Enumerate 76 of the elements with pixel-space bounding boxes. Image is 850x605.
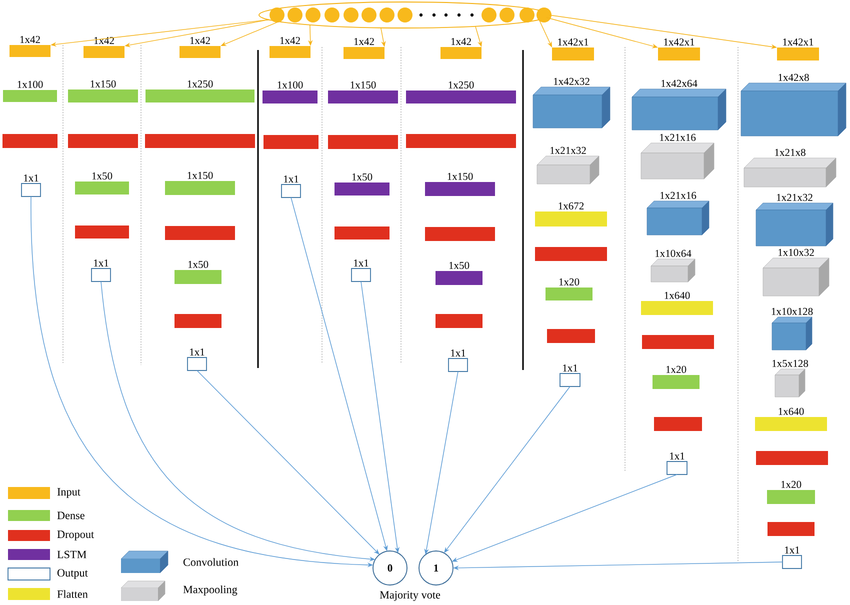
dimension-label: 1x42x64: [661, 80, 698, 87]
dimension-label: 1x42: [451, 38, 471, 45]
legend-label: Dense: [57, 512, 84, 520]
arrow: [444, 386, 570, 553]
dimension-label: 1x50: [188, 260, 208, 268]
dimension-label: 1x1: [24, 174, 38, 182]
dimension-label: 1x10x64: [655, 250, 692, 257]
dimension-label: 1x100: [278, 81, 303, 88]
dimension-label: 1x5x128: [772, 360, 808, 367]
layer-bar: [174, 314, 222, 328]
dimension-label: 1x20: [666, 366, 686, 373]
dimension-label: 1x100: [18, 80, 43, 88]
layer-bar: [535, 247, 607, 261]
layer-bar: [654, 417, 702, 431]
legend-label: Input: [57, 488, 80, 498]
dimension-label: 1x42x8: [778, 74, 809, 81]
dimension-label: 1x1: [354, 260, 368, 266]
dimension-label: 1x21x8: [775, 148, 806, 156]
layer-bar: [145, 134, 255, 148]
dimension-label: 1x20: [559, 278, 580, 286]
legend-label: Dropout: [57, 530, 94, 540]
dimension-label: 1x250: [448, 81, 474, 88]
layer-bar: [436, 314, 482, 328]
dimension-label: 1x21x16: [660, 134, 696, 141]
layer-bar: [334, 226, 390, 240]
dimension-label: 1x42: [190, 37, 210, 44]
layer-bar: [547, 329, 595, 343]
dimension-label: 1x50: [92, 172, 112, 180]
dimension-label: 1x42x1: [664, 38, 694, 46]
dimension-label: 1x1: [190, 348, 204, 356]
legend-label: Flatten: [57, 590, 88, 598]
layer-bar: [68, 134, 138, 148]
dimension-label: 1x250: [188, 80, 213, 88]
dimension-label: 1x10x32: [778, 248, 814, 256]
dimension-label: 1x1: [94, 260, 108, 266]
dimension-label: 1x1: [670, 452, 684, 460]
dimension-label: 1x42: [20, 36, 40, 43]
dimension-label: 1x20: [781, 480, 802, 488]
dimension-label: 1x1: [284, 176, 298, 182]
dimension-label: 1x21x16: [660, 192, 696, 199]
legend-label: LSTM: [57, 550, 86, 558]
dimension-label: 1x10x128: [772, 308, 813, 315]
dimension-label: 1x1: [785, 546, 800, 554]
dimension-label: 1x42x32: [554, 78, 590, 85]
dimension-label: 1x42x1: [783, 38, 814, 46]
dimension-label: 1x150: [350, 81, 376, 88]
layer-bar: [406, 134, 516, 148]
dimension-label: 1x150: [188, 172, 213, 179]
layer-bar: [328, 135, 398, 149]
layer-bar: [264, 135, 318, 149]
layer-bar: [2, 134, 58, 148]
input-ellipse-drawing: [258, 2, 552, 28]
dimension-label: 1x42x1: [558, 38, 588, 46]
legend-label: Convolution: [183, 558, 238, 566]
dimension-label: 1x21x32: [776, 194, 812, 201]
layer-bar: [756, 451, 828, 465]
layer-bar: [165, 226, 235, 240]
layer-bar: [75, 226, 129, 238]
dimension-label: 1x21x32: [550, 146, 586, 154]
dimension-label: 1x150: [448, 172, 473, 180]
dimension-label: 1x1: [563, 364, 578, 372]
dimension-label: 1x672: [558, 202, 584, 210]
caption-label: Majority vote: [380, 591, 440, 601]
dimension-label: 1x42: [280, 37, 300, 44]
dimension-label: 1x640: [664, 292, 690, 299]
dimension-label: 1x640: [778, 408, 804, 415]
layer-bar: [768, 522, 814, 536]
legend-label: Output: [57, 569, 88, 579]
layer-bar: [425, 227, 495, 241]
dimension-label: 1x1: [451, 350, 466, 356]
dimension-label: 1x50: [449, 262, 470, 269]
dimension-label: 1x42: [354, 38, 374, 45]
layer-bar: [642, 335, 714, 349]
dimension-label: 1x50: [352, 173, 372, 180]
dimension-label: 1x150: [90, 80, 116, 88]
legend-label: Maxpooling: [183, 585, 238, 596]
